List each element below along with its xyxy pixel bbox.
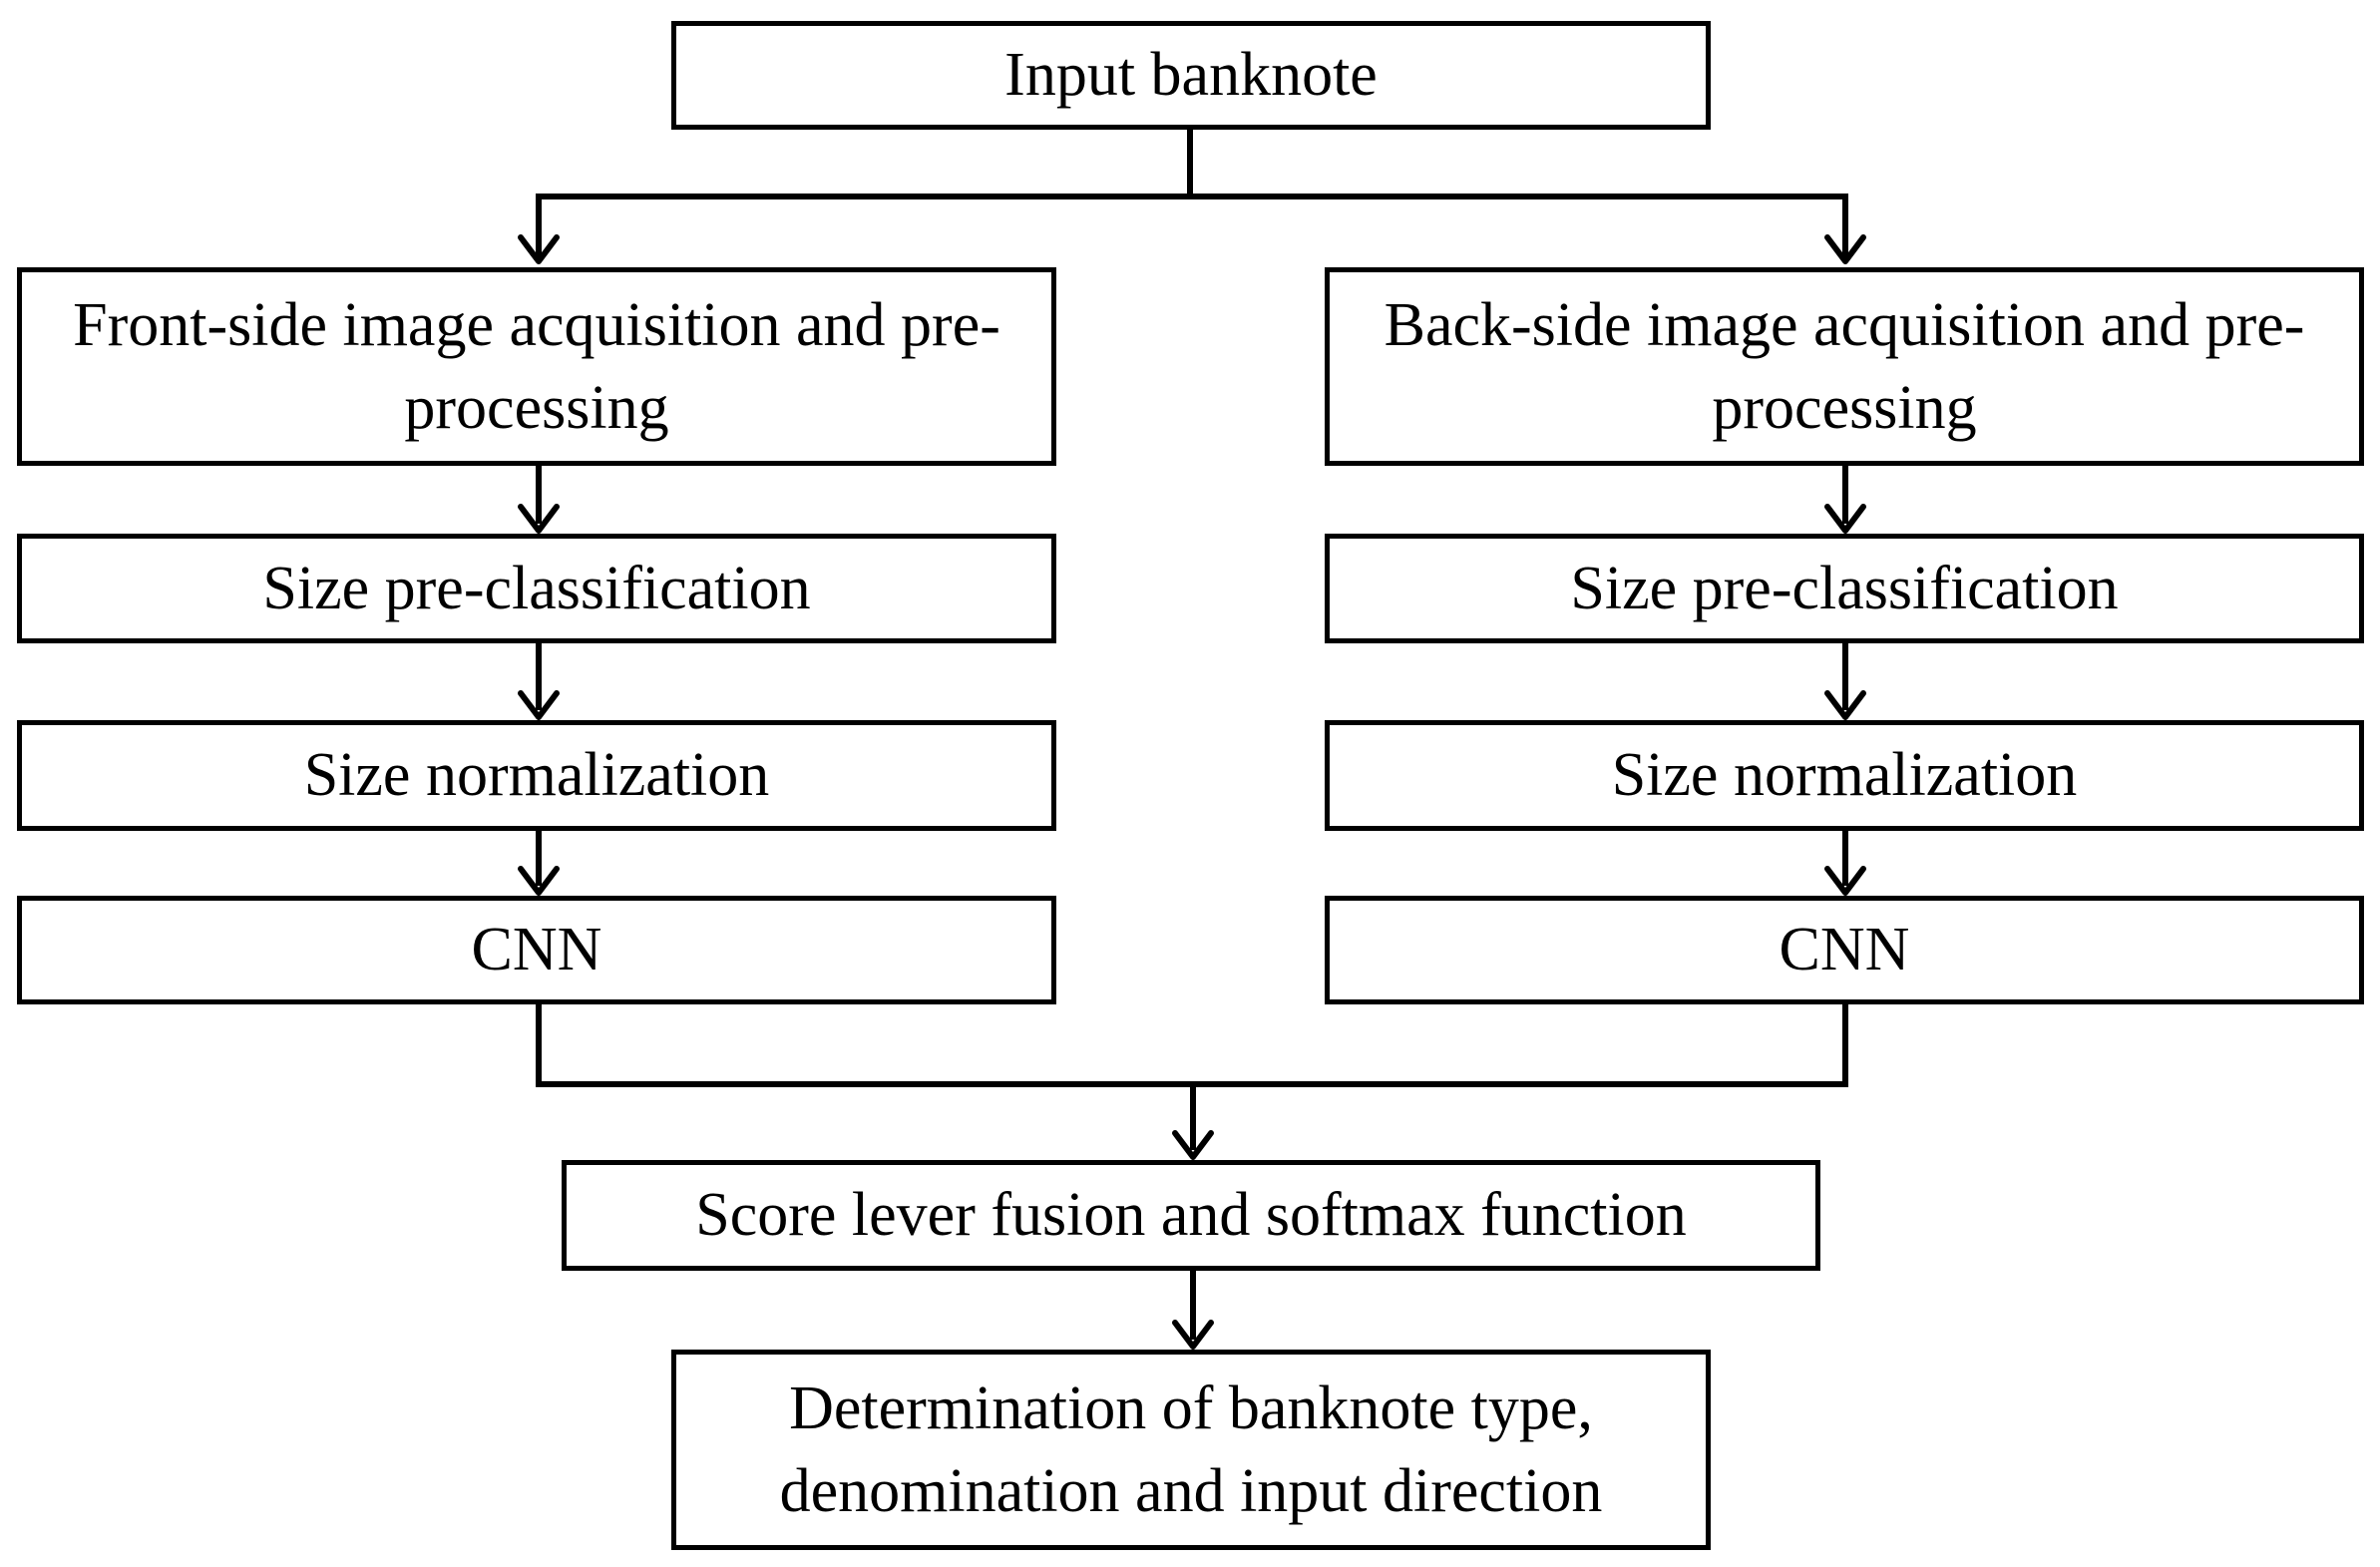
arrowhead-back-2 xyxy=(1824,690,1866,720)
back-cnn-label: CNN xyxy=(1779,916,1910,984)
front-preclassification-label: Size pre-classification xyxy=(262,554,811,622)
arrowhead-split-left xyxy=(518,234,560,264)
arrowhead-back-3 xyxy=(1824,866,1866,896)
back-cnn-box: CNN xyxy=(1325,896,2364,1004)
arrowhead-merge xyxy=(1172,1130,1214,1160)
output-label: Determination of banknote type, denomina… xyxy=(779,1374,1603,1525)
front-acquisition-box: Front-side image acquisition and pre-pro… xyxy=(17,267,1056,466)
arrowhead-back-1 xyxy=(1824,504,1866,534)
input-banknote-label: Input banknote xyxy=(1004,41,1378,110)
arrowhead-front-1 xyxy=(518,504,560,534)
input-banknote-box: Input banknote xyxy=(671,21,1711,130)
back-normalization-box: Size normalization xyxy=(1325,720,2364,831)
arrowhead-split-right xyxy=(1824,234,1866,264)
front-normalization-box: Size normalization xyxy=(17,720,1056,831)
front-preclassification-box: Size pre-classification xyxy=(17,534,1056,643)
back-normalization-label: Size normalization xyxy=(1611,741,2078,810)
back-acquisition-box: Back-side image acquisition and pre-proc… xyxy=(1325,267,2364,466)
back-acquisition-label: Back-side image acquisition and pre-proc… xyxy=(1384,291,2305,442)
arrowhead-front-3 xyxy=(518,866,560,896)
arrowhead-front-2 xyxy=(518,690,560,720)
front-acquisition-label: Front-side image acquisition and pre-pro… xyxy=(73,291,1000,442)
fusion-box: Score lever fusion and softmax function xyxy=(562,1160,1820,1271)
arrowhead-output xyxy=(1172,1320,1214,1350)
output-box: Determination of banknote type, denomina… xyxy=(671,1350,1711,1550)
front-normalization-label: Size normalization xyxy=(303,741,770,810)
front-cnn-label: CNN xyxy=(471,916,602,984)
back-preclassification-label: Size pre-classification xyxy=(1570,554,2119,622)
fusion-label: Score lever fusion and softmax function xyxy=(695,1181,1687,1250)
front-cnn-box: CNN xyxy=(17,896,1056,1004)
back-preclassification-box: Size pre-classification xyxy=(1325,534,2364,643)
